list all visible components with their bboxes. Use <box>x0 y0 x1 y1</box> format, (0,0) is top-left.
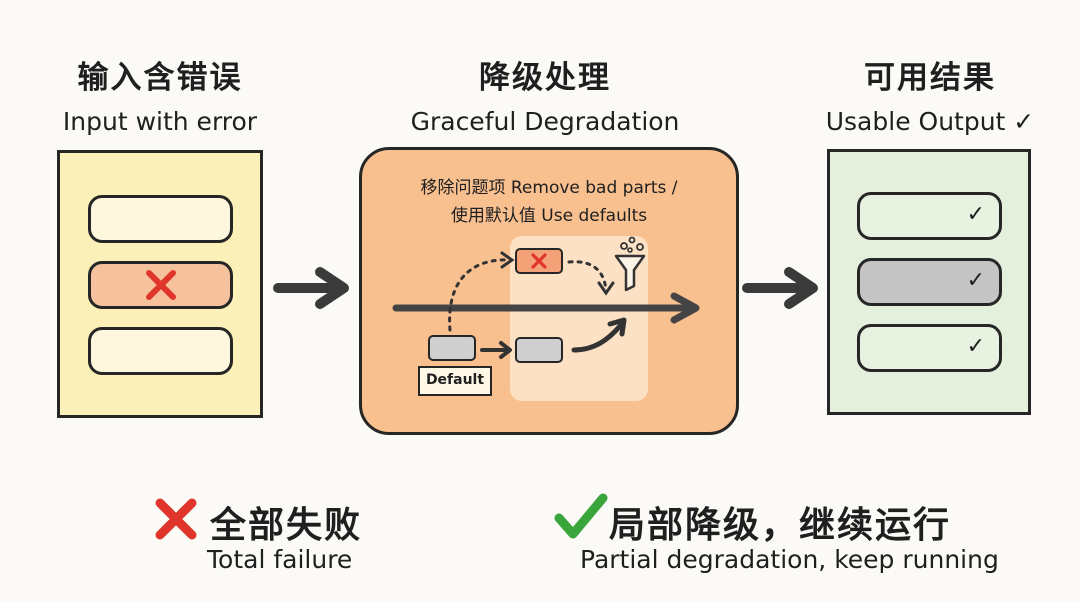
process-column-title: 降级处理 Graceful Degradation <box>380 52 710 136</box>
output-title-en: Usable Output ✓ <box>825 107 1035 136</box>
discard-arrowhead <box>597 281 615 296</box>
process-title-zh: 降级处理 <box>479 60 611 96</box>
input-title-en: Input with error <box>62 107 258 136</box>
rejoin-arrowhead <box>607 317 627 337</box>
process-title-en: Graceful Degradation <box>410 107 680 136</box>
input-column-title: 输入含错误 Input with error <box>40 52 280 136</box>
discard-path <box>567 260 608 292</box>
flow-diagram <box>392 236 700 359</box>
x-icon <box>531 253 547 269</box>
success-check-icon <box>554 493 608 539</box>
output-item-1: ✓ <box>857 192 1002 240</box>
process-line-2: 使用默认值 Use defaults <box>450 206 648 226</box>
checkmark-icon: ✓ <box>966 202 985 227</box>
substitute-arrowhead <box>499 341 512 359</box>
output-column-title: 可用结果 Usable Output ✓ <box>805 52 1055 136</box>
success-label-zh: 局部降级，继续运行 <box>609 505 952 546</box>
x-icon <box>145 270 176 300</box>
funnel-icon <box>614 236 646 292</box>
bad-item <box>515 248 563 274</box>
checkmark-icon: ✓ <box>966 268 985 293</box>
output-item-degraded: ✓ <box>857 258 1002 306</box>
rejoin-path <box>571 323 623 353</box>
process-description: 移除问题项 Remove bad parts / 使用默认值 Use defau… <box>362 174 736 230</box>
failure-x-icon <box>155 498 197 540</box>
checkmark-icon: ✓ <box>966 334 985 359</box>
right-arrow-icon <box>742 267 818 309</box>
input-panel <box>57 150 263 418</box>
output-title-zh: 可用结果 <box>864 60 996 96</box>
default-tag: Default <box>418 366 492 396</box>
main-flow-arrowhead <box>670 292 700 324</box>
divert-arrowhead <box>500 251 515 269</box>
input-item-3 <box>88 327 233 375</box>
failure-label-en: Total failure <box>207 545 353 574</box>
output-item-3: ✓ <box>857 324 1002 372</box>
input-item-1 <box>88 195 233 243</box>
divert-path <box>448 258 512 332</box>
input-item-error <box>88 261 233 309</box>
success-label-en: Partial degradation, keep running <box>580 545 999 574</box>
default-source-item <box>428 335 476 361</box>
output-panel: ✓ ✓ ✓ <box>827 149 1031 415</box>
degradation-panel: 移除问题项 Remove bad parts / 使用默认值 Use defau… <box>359 147 739 435</box>
input-title-zh: 输入含错误 <box>77 60 243 96</box>
right-arrow-icon <box>273 267 349 309</box>
process-line-1: 移除问题项 Remove bad parts / <box>420 178 678 198</box>
replacement-item <box>515 337 563 363</box>
failure-label-zh: 全部失败 <box>210 505 363 546</box>
